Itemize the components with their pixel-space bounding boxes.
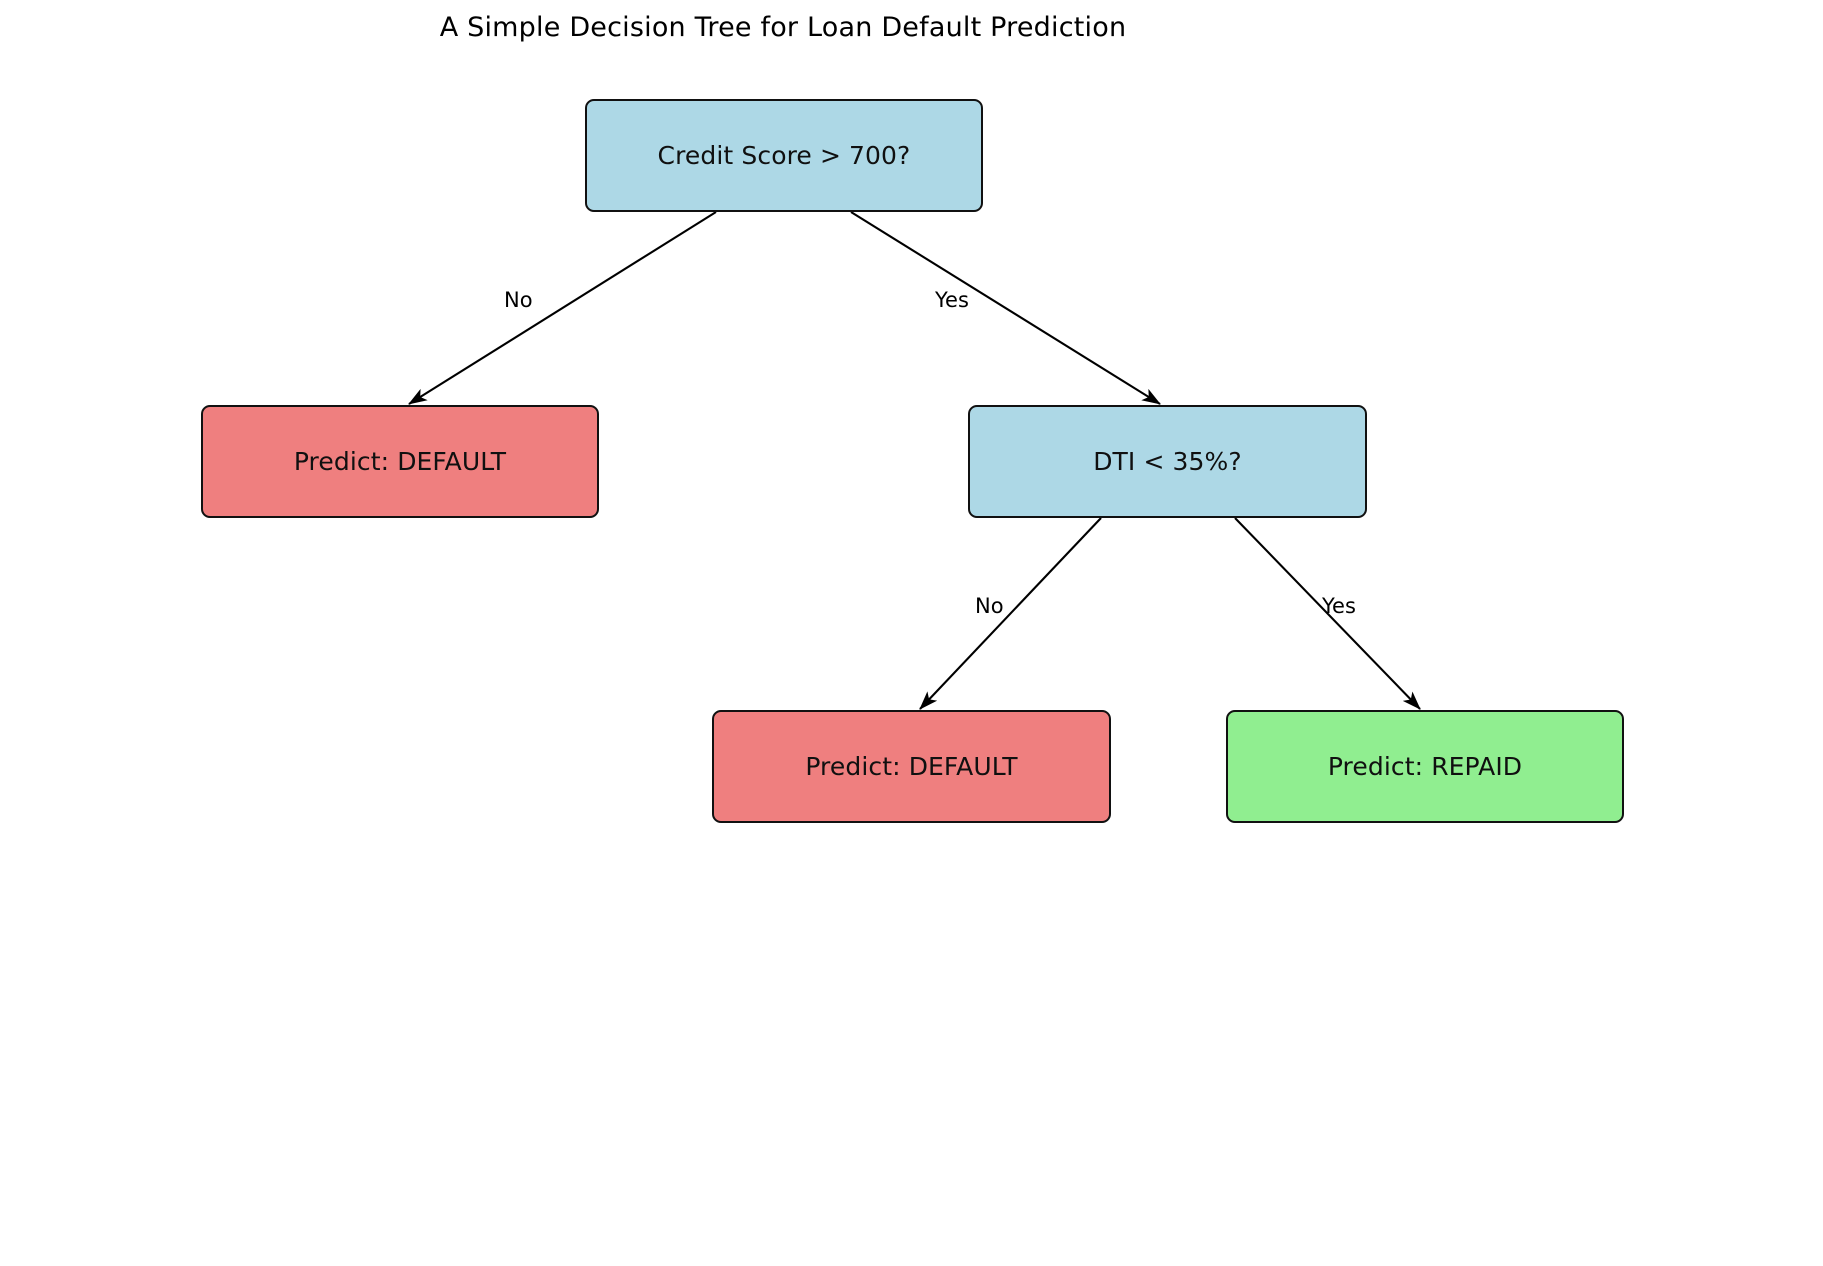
node-dti[interactable]: DTI < 35%? [968, 405, 1367, 518]
node-label: Predict: DEFAULT [805, 751, 1018, 781]
edge-label-root-no: No [504, 288, 533, 312]
node-label: DTI < 35%? [1093, 446, 1242, 476]
node-root-credit-score[interactable]: Credit Score > 700? [585, 99, 983, 212]
node-label: Predict: DEFAULT [293, 446, 507, 476]
edge-label-dti-yes: Yes [1322, 594, 1356, 618]
edge-root-to-default-left [408, 211, 717, 405]
page-title: A Simple Decision Tree for Loan Default … [439, 12, 1127, 43]
edge-label-root-yes: Yes [935, 288, 969, 312]
edge-dti-to-default-mid [919, 517, 1102, 710]
node-leaf-default-left[interactable]: Predict: DEFAULT [201, 405, 599, 518]
node-label: Credit Score > 700? [657, 140, 911, 170]
node-label: Predict: REPAID [1327, 751, 1523, 781]
edge-root-to-dti [850, 211, 1161, 405]
node-leaf-default-mid[interactable]: Predict: DEFAULT [712, 710, 1111, 823]
node-leaf-repaid[interactable]: Predict: REPAID [1226, 710, 1624, 823]
edge-label-dti-no: No [975, 594, 1004, 618]
